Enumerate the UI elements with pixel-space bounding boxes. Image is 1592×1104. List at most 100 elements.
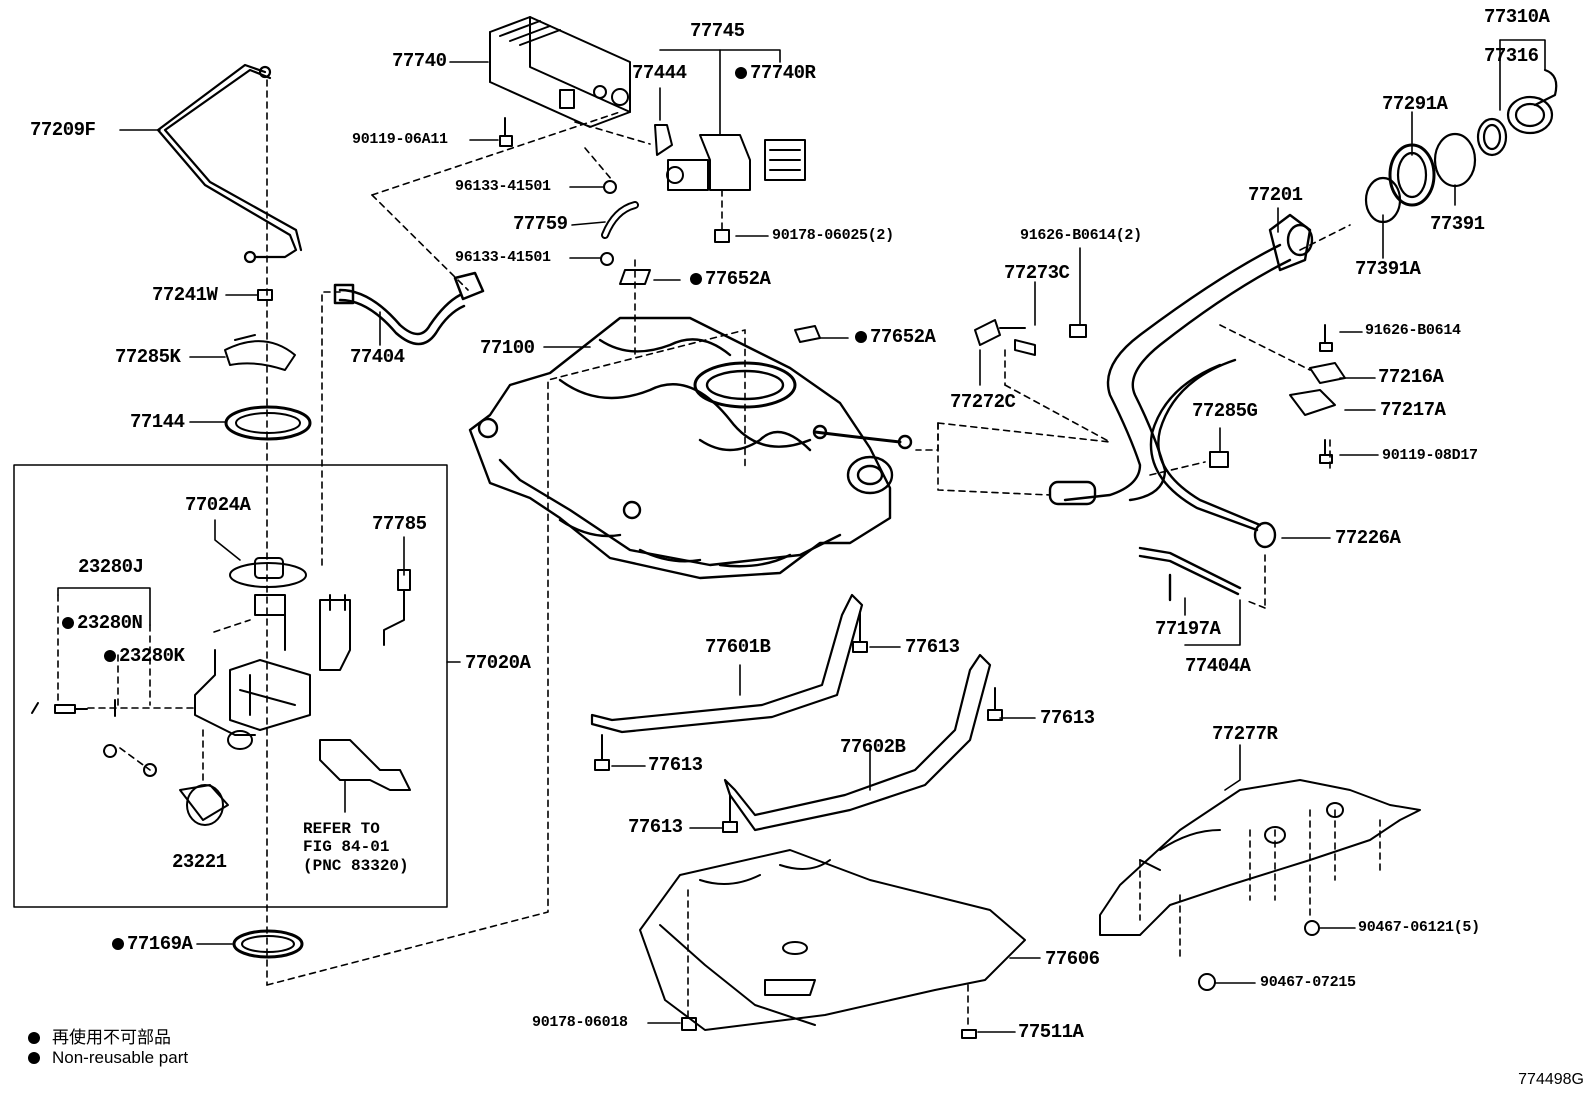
part-label-77652A-b-text: 77652A <box>870 326 936 348</box>
bolt-90119-06A11 <box>499 117 513 147</box>
part-label-90467-06121: 90467-06121(5) <box>1358 919 1480 936</box>
part-label-77613-c: 77613 <box>648 754 703 776</box>
ring-77144 <box>224 405 312 441</box>
part-label-77217A: 77217A <box>1380 399 1446 421</box>
part-label-77444: 77444 <box>632 62 687 84</box>
part-label-77404: 77404 <box>350 346 405 368</box>
refer-note-line3: (PNC 83320) <box>303 856 409 875</box>
part-label-77391A: 77391A <box>1355 258 1421 280</box>
under-cover-77606 <box>639 849 1026 1031</box>
vent-tube-77209F <box>156 63 303 264</box>
part-label-77277R: 77277R <box>1212 723 1278 745</box>
part-label-23280K: 23280K <box>104 645 185 667</box>
part-label-77216A: 77216A <box>1378 366 1444 388</box>
hose-77759 <box>601 201 639 239</box>
part-label-77201: 77201 <box>1248 184 1303 206</box>
filler-cap-parts <box>1364 68 1558 224</box>
bolts-77613 <box>594 611 1003 833</box>
non-reusable-marker-icon <box>104 650 116 662</box>
non-reusable-marker-icon <box>690 273 702 285</box>
part-label-77285K: 77285K <box>115 346 181 368</box>
legend-english-text: Non-reusable part <box>52 1048 189 1067</box>
retainer-77285K <box>224 334 296 371</box>
refer-note: REFER TO FIG 84-01 (PNC 83320) <box>303 820 409 875</box>
part-label-77273C: 77273C <box>1004 262 1070 284</box>
part-label-77144: 77144 <box>130 411 185 433</box>
part-label-23280N-text: 23280N <box>77 612 143 634</box>
part-label-23280K-text: 23280K <box>119 645 185 667</box>
part-label-90119-06A11: 90119-06A11 <box>352 131 448 148</box>
part-label-90178-06018: 90178-06018 <box>532 1014 628 1031</box>
part-label-96133-41501-b: 96133-41501 <box>455 249 551 266</box>
part-label-77745: 77745 <box>690 20 745 42</box>
fuel-tank-77100 <box>468 316 913 580</box>
part-label-77613-d: 77613 <box>628 816 683 838</box>
part-label-77652A-a-text: 77652A <box>705 268 771 290</box>
part-label-77404A: 77404A <box>1185 655 1251 677</box>
part-label-23221: 23221 <box>172 851 227 873</box>
non-reusable-marker-icon <box>28 1032 40 1044</box>
clamp-96133-b <box>600 252 614 266</box>
part-label-77613-b: 77613 <box>1040 707 1095 729</box>
part-label-77169A-text: 77169A <box>127 933 193 955</box>
part-label-77100: 77100 <box>480 337 535 359</box>
non-reusable-marker-icon <box>735 67 747 79</box>
part-label-77606: 77606 <box>1045 948 1100 970</box>
part-label-77197A: 77197A <box>1155 618 1221 640</box>
clip-77511A <box>961 1029 977 1039</box>
part-label-77391: 77391 <box>1430 213 1485 235</box>
part-label-77169A: 77169A <box>112 933 193 955</box>
canister-77740 <box>489 16 631 128</box>
pad-77652A-a <box>619 269 651 285</box>
legend-japanese: 再使用不可部品 <box>28 1023 171 1048</box>
brackets <box>974 319 1346 468</box>
part-label-90178-06025: 90178-06025(2) <box>772 227 894 244</box>
tank-straps <box>590 593 992 832</box>
part-label-77209F: 77209F <box>30 119 96 141</box>
part-label-77759: 77759 <box>513 213 568 235</box>
non-reusable-marker-icon <box>855 331 867 343</box>
part-label-77241W: 77241W <box>152 284 218 306</box>
non-reusable-marker-icon <box>28 1052 40 1064</box>
legend-japanese-text: 再使用不可部品 <box>52 1028 171 1047</box>
part-label-77652A-a: 77652A <box>690 268 771 290</box>
part-label-23280J: 23280J <box>78 556 144 578</box>
nut-90178-06025 <box>714 229 730 243</box>
part-label-23280N: 23280N <box>62 612 143 634</box>
non-reusable-marker-icon <box>62 617 74 629</box>
refer-note-line2: FIG 84-01 <box>303 838 390 857</box>
part-label-77602B: 77602B <box>840 736 906 758</box>
clip-90467-06121 <box>1304 920 1320 936</box>
part-label-77024A: 77024A <box>185 494 251 516</box>
part-label-77652A-b: 77652A <box>855 326 936 348</box>
part-label-77740: 77740 <box>392 50 447 72</box>
part-label-77613-a: 77613 <box>905 636 960 658</box>
part-label-77785: 77785 <box>372 513 427 535</box>
filler-pipe-77201 <box>1048 213 1314 602</box>
part-label-77740R: 77740R <box>735 64 816 83</box>
leader-lines <box>57 39 1546 1033</box>
part-label-91626-B0614-2: 91626-B0614(2) <box>1020 227 1142 244</box>
part-label-90119-08D17: 90119-08D17 <box>1382 447 1478 464</box>
part-label-77316: 77316 <box>1484 45 1539 67</box>
figure-id: 774498G <box>1518 1071 1584 1088</box>
part-label-91626-B0614: 91626-B0614 <box>1365 322 1461 339</box>
non-reusable-marker-icon <box>112 938 124 950</box>
valve-assembly-77745 <box>654 124 806 191</box>
part-label-77285G: 77285G <box>1192 400 1258 422</box>
refer-note-line1: REFER TO <box>303 820 380 838</box>
protector-77277R <box>1099 779 1421 936</box>
part-label-96133-41501-a: 96133-41501 <box>455 178 551 195</box>
clip-90467-07215 <box>1198 973 1216 991</box>
nut-90178-06018 <box>681 1017 697 1031</box>
clamp-77241W <box>257 289 273 301</box>
part-label-77020A: 77020A <box>465 652 531 674</box>
legend-english: Non-reusable part <box>28 1048 188 1068</box>
clamp-96133-a <box>603 180 617 194</box>
hose-77404 <box>333 271 485 346</box>
part-label-77226A: 77226A <box>1335 527 1401 549</box>
part-label-77291A: 77291A <box>1382 93 1448 115</box>
fuel-pump-assembly-frame <box>13 464 448 908</box>
